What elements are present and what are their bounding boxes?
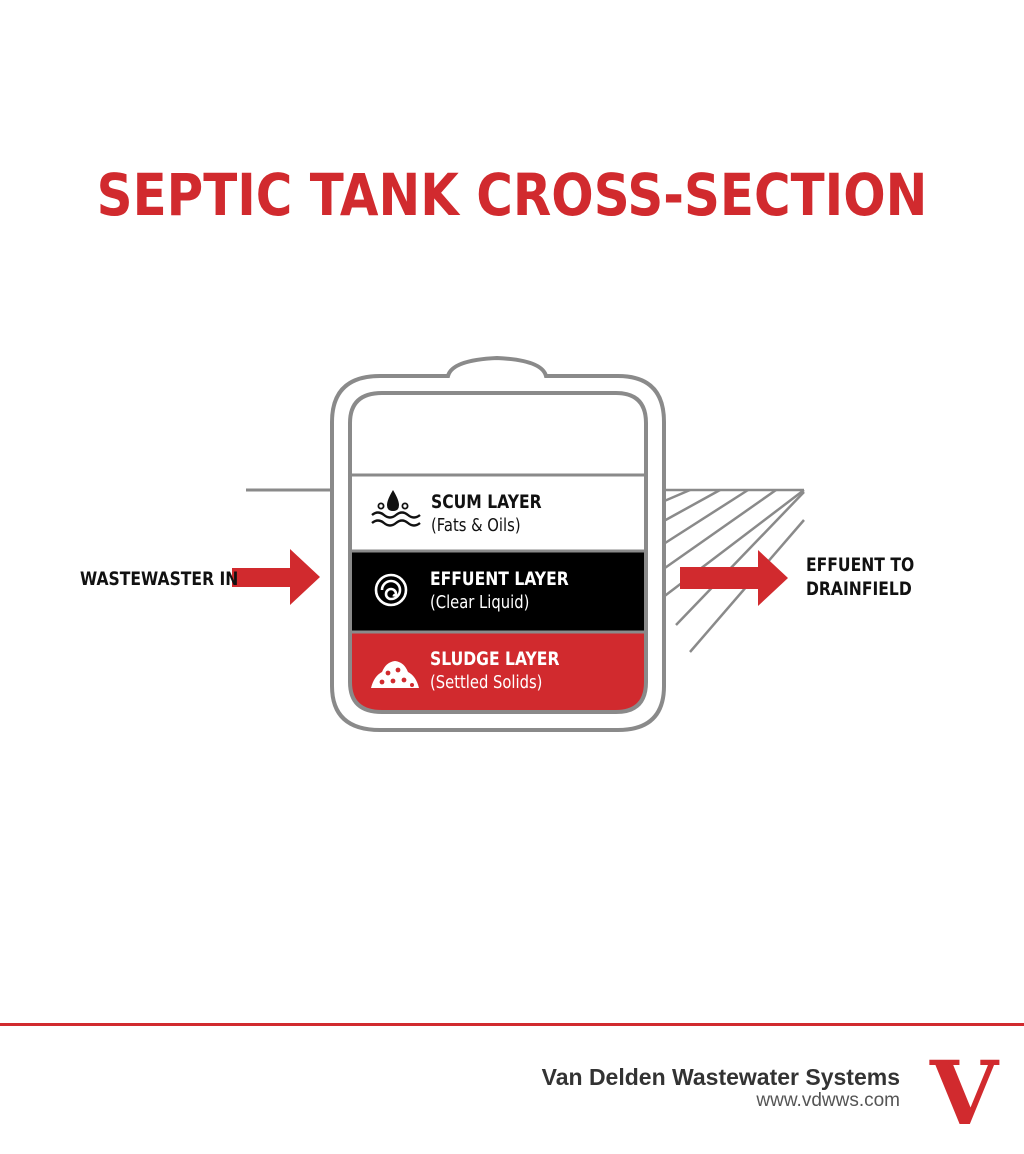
- company-website: www.vdwws.com: [756, 1090, 900, 1111]
- soil-hatching: [661, 488, 805, 653]
- scum-layer-name: SCUM LAYER: [431, 491, 542, 513]
- spiral-icon: [374, 573, 408, 607]
- inlet-label: WASTEWASTER IN: [80, 568, 239, 590]
- outlet-label-line1: EFFUENT TO: [806, 554, 915, 576]
- sludge-layer-name: SLUDGE LAYER: [430, 648, 560, 670]
- tank-inner-wall: [348, 391, 648, 714]
- effluent-layer-label: EFFUENT LAYER (Clear Liquid): [430, 567, 569, 615]
- drop-waves-icon: [371, 490, 421, 527]
- company-name: Van Delden Wastewater Systems: [541, 1064, 900, 1090]
- outlet-arrow: [680, 550, 788, 606]
- effluent-layer-detail: (Clear Liquid): [430, 592, 530, 613]
- air-space: [350, 393, 646, 475]
- outlet-label: EFFUENT TO DRAINFIELD: [806, 553, 914, 601]
- solids-pile-icon: [371, 661, 419, 688]
- sludge-layer-detail: (Settled Solids): [430, 672, 543, 693]
- effluent-layer-name: EFFUENT LAYER: [430, 568, 569, 590]
- footer-divider: [0, 1023, 1024, 1026]
- logo-letter: V: [929, 1048, 1000, 1132]
- inlet-arrow: [232, 549, 320, 605]
- outlet-label-line2: DRAINFIELD: [806, 578, 912, 600]
- company-logo: V: [929, 1048, 1000, 1132]
- page-title: SEPTIC TANK CROSS-SECTION: [96, 161, 928, 229]
- sludge-layer-label: SLUDGE LAYER (Settled Solids): [430, 647, 559, 695]
- scum-layer-detail: (Fats & Oils): [431, 515, 521, 536]
- scum-layer-label: SCUM LAYER (Fats & Oils): [431, 490, 542, 538]
- septic-tank-diagram: [232, 355, 805, 732]
